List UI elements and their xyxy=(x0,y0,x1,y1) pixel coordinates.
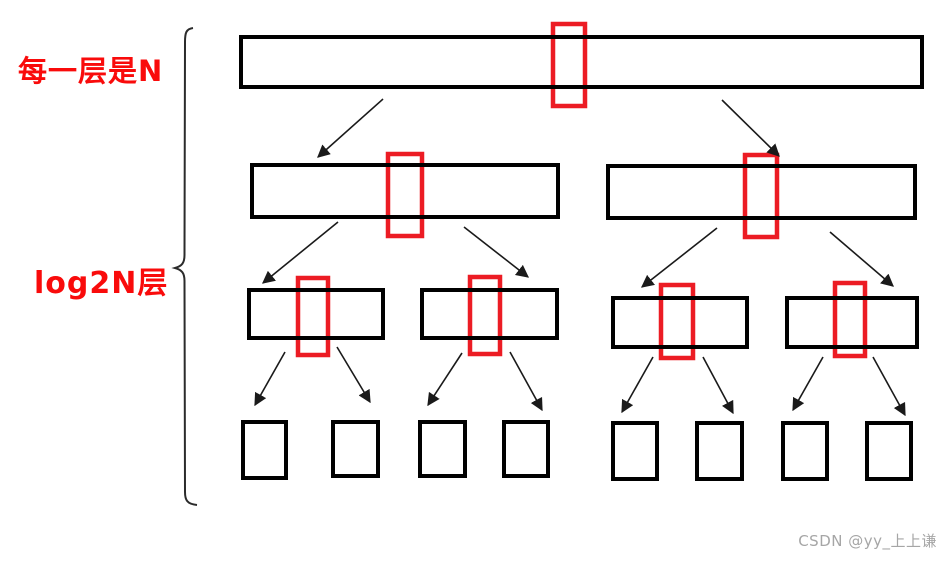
level4-box-3 xyxy=(418,420,467,478)
level4-box-7 xyxy=(781,421,829,481)
level4-box-1 xyxy=(241,420,288,480)
level3-box-1 xyxy=(247,288,385,340)
mid-marker-level3-3 xyxy=(658,282,696,361)
split-arrow-6 xyxy=(829,231,894,287)
watermark: CSDN @yy_上上谦 xyxy=(798,532,937,550)
level4-box-8 xyxy=(865,421,913,481)
split-arrow-7 xyxy=(254,351,286,407)
level3-box-4 xyxy=(785,296,919,349)
levels-brace xyxy=(171,27,198,506)
split-arrow-12 xyxy=(702,356,734,415)
split-arrow-5 xyxy=(640,227,718,288)
split-arrow-11 xyxy=(621,356,654,414)
level3-box-2 xyxy=(420,288,559,340)
level4-box-5 xyxy=(611,421,659,481)
split-arrow-2 xyxy=(721,99,780,157)
level4-box-4 xyxy=(502,420,550,478)
level4-box-6 xyxy=(695,421,744,481)
mid-marker-level3-2 xyxy=(467,274,503,357)
split-arrow-3 xyxy=(262,221,339,284)
mid-marker-level3-1 xyxy=(295,275,331,358)
split-arrow-9 xyxy=(427,352,463,407)
split-arrow-4 xyxy=(463,226,530,278)
mid-markers xyxy=(295,21,868,361)
mid-marker-level3-4 xyxy=(832,280,868,359)
mid-marker-level2-1 xyxy=(385,151,425,239)
level2-box-1 xyxy=(250,163,560,219)
label-level-count: log2N层 xyxy=(34,266,169,301)
label-level-width: 每一层是N xyxy=(18,54,164,88)
mid-marker-level2-2 xyxy=(742,152,780,240)
array-boxes xyxy=(239,35,924,481)
mid-marker-level1 xyxy=(550,21,588,109)
split-arrow-13 xyxy=(792,356,824,412)
level4-box-2 xyxy=(331,420,380,478)
split-arrow-8 xyxy=(336,346,371,404)
level3-box-3 xyxy=(611,296,749,349)
level1-box xyxy=(239,35,924,89)
split-arrow-14 xyxy=(872,356,906,417)
split-arrow-1 xyxy=(317,98,384,158)
split-arrow-10 xyxy=(509,351,543,412)
split-arrows xyxy=(254,98,906,417)
level2-box-2 xyxy=(606,164,917,220)
